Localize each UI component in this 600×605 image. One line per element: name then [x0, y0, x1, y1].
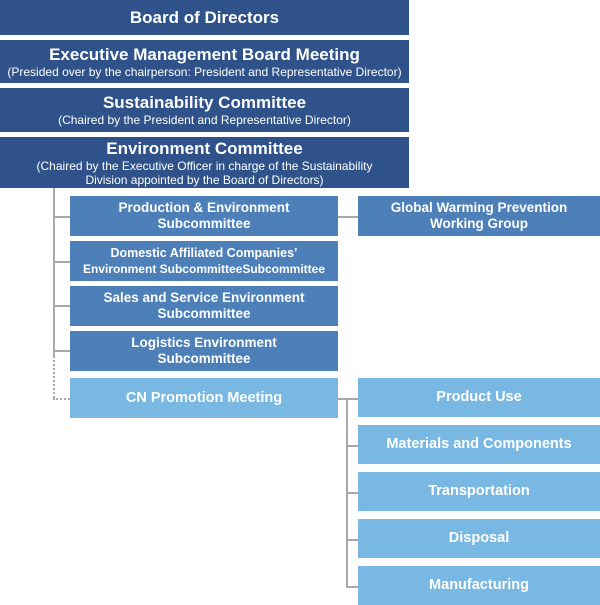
sales-subcommittee-box: Sales and Service Environment Subcommitt… [70, 286, 338, 326]
logistics-subcommittee-box: Logistics Environment Subcommittee [70, 331, 338, 371]
materials-components-label: Materials and Components [386, 436, 572, 452]
product-use-label: Product Use [436, 389, 522, 405]
domestic-subcommittee-box: Domestic Affiliated Companies’ Environme… [70, 241, 338, 281]
connector-cn-out [338, 398, 348, 400]
connector-cn-dotted-vertical [53, 356, 55, 398]
executive-management-box: Executive Management Board Meeting (Pres… [0, 40, 409, 83]
connector-product-use [346, 398, 358, 400]
global-warming-line1: Global Warming Prevention [390, 200, 568, 215]
connector-manufacturing [346, 586, 358, 588]
connector-cn-dotted-horizontal [53, 398, 70, 400]
connector-production [53, 216, 70, 218]
board-of-directors-title: Board of Directors [129, 7, 280, 27]
materials-components-box: Materials and Components [358, 425, 600, 464]
connector-materials [346, 445, 358, 447]
global-warming-line2: Working Group [430, 216, 528, 231]
environment-committee-subtitle-line2: Division appointed by the Board of Direc… [85, 172, 324, 187]
connector-main-trunk [53, 188, 55, 356]
environment-committee-box: Environment Committee (Chaired by the Ex… [0, 137, 409, 188]
global-warming-working-group-box: Global Warming Prevention Working Group [358, 196, 600, 236]
production-subcommittee-line1: Production & Environment [118, 200, 290, 215]
sales-subcommittee-line1: Sales and Service Environment [103, 290, 305, 305]
cn-promotion-meeting-title: CN Promotion Meeting [125, 389, 283, 406]
sustainability-committee-subtitle: (Chaired by the President and Representa… [58, 113, 351, 127]
connector-logistics [53, 350, 70, 352]
product-use-box: Product Use [358, 378, 600, 417]
production-subcommittee-line2: Subcommittee [157, 216, 251, 231]
production-subcommittee-box: Production & Environment Subcommittee [70, 196, 338, 236]
cn-promotion-meeting-box: CN Promotion Meeting [70, 378, 338, 418]
logistics-subcommittee-line1: Logistics Environment [131, 335, 277, 350]
manufacturing-label: Manufacturing [429, 577, 529, 593]
connector-global-warming [338, 216, 358, 218]
disposal-label: Disposal [448, 530, 510, 546]
environment-committee-title: Environment Committee [106, 138, 303, 158]
domestic-subcommittee-line1: Domestic Affiliated Companies’ [110, 246, 298, 260]
environment-committee-subtitle-line1: (Chaired by the Executive Officer in cha… [36, 158, 373, 173]
connector-transportation [346, 492, 358, 494]
connector-sales [53, 305, 70, 307]
sustainability-committee-title: Sustainability Committee [102, 93, 307, 112]
sustainability-committee-box: Sustainability Committee (Chaired by the… [0, 88, 409, 132]
executive-management-subtitle: (Presided over by the chairperson: Presi… [7, 64, 402, 79]
executive-management-title: Executive Management Board Meeting [49, 44, 360, 64]
transportation-label: Transportation [428, 483, 530, 499]
disposal-box: Disposal [358, 519, 600, 558]
connector-disposal [346, 539, 358, 541]
logistics-subcommittee-line2: Subcommittee [157, 351, 251, 366]
board-of-directors-box: Board of Directors [0, 0, 409, 35]
transportation-box: Transportation [358, 472, 600, 511]
manufacturing-box: Manufacturing [358, 566, 600, 605]
connector-domestic [53, 261, 70, 263]
sales-subcommittee-line2: Subcommittee [157, 306, 251, 321]
domestic-subcommittee-line2: Environment SubcommitteeSubcommittee [82, 262, 326, 276]
